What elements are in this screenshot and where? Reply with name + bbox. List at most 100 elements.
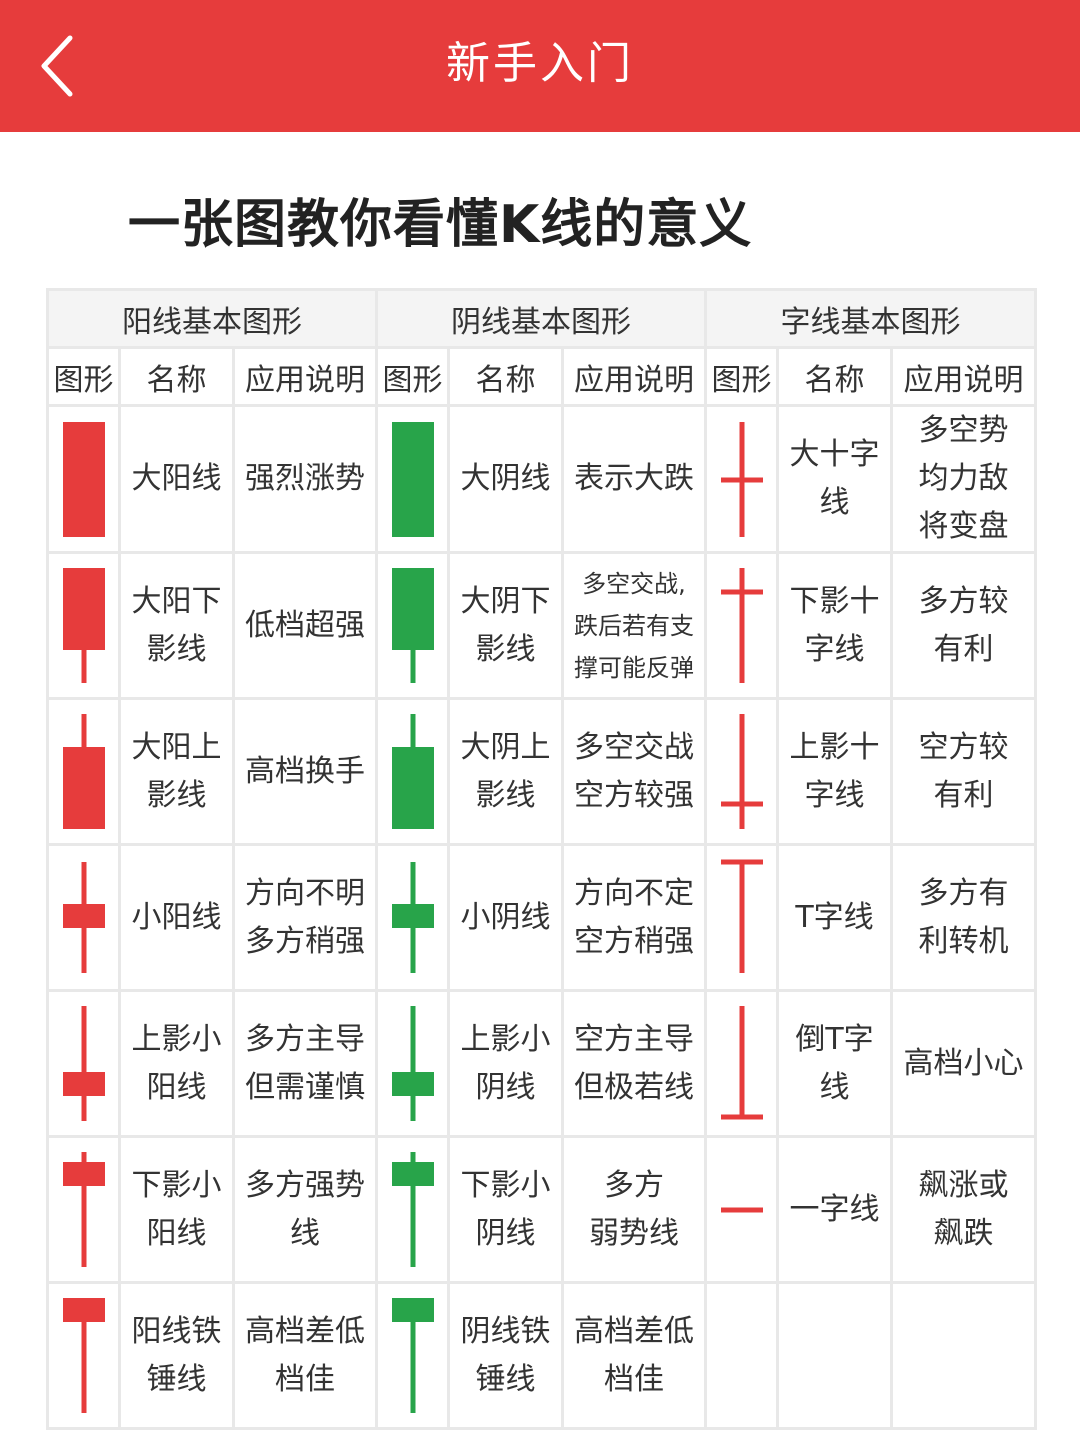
kline-desc-cell: 飙涨或飙跌 [890,1135,1037,1284]
kline-name-cell [776,1281,893,1430]
table-row: 上影小阳线多方主导但需谨慎上影小阴线空方主导但极若线倒T字线高档小心 [46,989,1037,1138]
table-row: 大阳上影线高档换手大阴上影线多空交战空方较强上影十字线空方较有利 [46,697,1037,846]
kline-name-cell: 阳线铁锤线 [118,1281,235,1430]
column-header-name: 名称 [776,346,893,407]
kline-desc-cell: 多空交战空方较强 [561,697,707,846]
group-header-cross: 字线基本图形 [704,288,1037,349]
kline-desc-cell: 低档超强 [232,551,378,700]
kline-desc-cell: 多方主导但需谨慎 [232,989,378,1138]
kline-name-cell: 大阳上影线 [118,697,235,846]
kline-desc-cell: 高档差低档佳 [561,1281,707,1430]
kline-shape-cell [375,551,450,700]
kline-name-cell: 大阳线 [118,404,235,554]
kline-shape-cell [704,551,779,700]
kline-desc-cell: 高档小心 [890,989,1037,1138]
yang-lower-shadow-candle-icon [62,568,105,683]
table-row: 阳线铁锤线高档差低档佳阴线铁锤线高档差低档佳 [46,1281,1037,1430]
kline-name-cell: 小阴线 [447,843,564,992]
kline-shape-cell [46,1281,121,1430]
kline-desc-cell: 空方较有利 [890,697,1037,846]
column-header-name: 名称 [447,346,564,407]
kline-name-cell: 小阳线 [118,843,235,992]
top-bar: 新手入门 [0,0,1080,132]
kline-shape-cell [375,1281,450,1430]
kline-desc-cell [890,1281,1037,1430]
kline-shape-cell [46,551,121,700]
kline-name-cell: 下影小阴线 [447,1135,564,1284]
kline-name-cell: 大十字线 [776,404,893,554]
kline-desc-cell: 高档差低档佳 [232,1281,378,1430]
column-header-desc: 应用说明 [890,346,1037,407]
kline-desc-cell: 多方强势线 [232,1135,378,1284]
kline-shape-cell [375,1135,450,1284]
kline-name-cell: 下影十字线 [776,551,893,700]
small-yin-long-upper-shadow-icon [391,1006,434,1121]
kline-desc-cell: 多空交战,跌后若有支撑可能反弹 [561,551,707,700]
yang-hammer-icon [62,1298,105,1413]
column-header-desc: 应用说明 [561,346,707,407]
yin-hammer-icon [391,1298,434,1413]
big-cross-icon [720,421,763,537]
kline-desc-cell: 高档换手 [232,697,378,846]
kline-desc-cell: 空方主导但极若线 [561,989,707,1138]
inverted-t-line-icon [720,1006,763,1120]
kline-shape-cell [46,697,121,846]
upper-shadow-cross-icon [720,714,763,829]
kline-desc-cell: 方向不明多方稍强 [232,843,378,992]
big-yin-candle-icon [391,421,434,537]
kline-shape-cell [704,697,779,846]
column-header-shape: 图形 [704,346,779,407]
kline-shape-cell [704,989,779,1138]
kline-desc-cell: 多方较有利 [890,551,1037,700]
small-yang-long-upper-shadow-icon [62,1006,105,1121]
kline-name-cell: 上影十字线 [776,697,893,846]
kline-shape-cell [704,1281,779,1430]
group-header-yin: 阴线基本图形 [375,288,707,349]
column-header-shape: 图形 [46,346,121,407]
group-header-yang: 阳线基本图形 [46,288,378,349]
kline-shape-cell [375,989,450,1138]
page-title: 一张图教你看懂K线的意义 [128,195,753,255]
kline-shape-cell [375,843,450,992]
yin-upper-shadow-candle-icon [391,714,434,829]
column-header-shape: 图形 [375,346,450,407]
kline-desc-cell: 表示大跌 [561,404,707,554]
kline-name-cell: 上影小阴线 [447,989,564,1138]
kline-shape-cell [704,1135,779,1284]
kline-shape-cell [704,843,779,992]
kline-name-cell: 一字线 [776,1135,893,1284]
kline-name-cell: 大阳下影线 [118,551,235,700]
kline-name-cell: 下影小阳线 [118,1135,235,1284]
kline-desc-cell: 强烈涨势 [232,404,378,554]
kline-name-cell: 大阴线 [447,404,564,554]
kline-shape-cell [46,404,121,554]
kline-name-cell: 大阴下影线 [447,551,564,700]
yin-lower-shadow-candle-icon [391,568,434,683]
kline-table: 阳线基本图形 阴线基本图形 字线基本图形 图形 名称 应用说明 图形 名称 应用… [46,288,1037,1430]
column-header-name: 名称 [118,346,235,407]
kline-desc-cell: 多方弱势线 [561,1135,707,1284]
kline-shape-cell [46,989,121,1138]
kline-name-cell: 大阴上影线 [447,697,564,846]
table-row: 下影小阳线多方强势线下影小阴线多方弱势线一字线飙涨或飙跌 [46,1135,1037,1284]
kline-shape-cell [46,843,121,992]
column-header-desc: 应用说明 [232,346,378,407]
small-yang-candle-icon [62,862,105,973]
chevron-left-icon[interactable] [32,30,88,102]
big-yang-candle-icon [62,421,105,537]
table-row: 大阳线强烈涨势大阴线表示大跌大十字线多空势均力敌将变盘 [46,404,1037,554]
small-yin-candle-icon [391,862,434,973]
kline-shape-cell [46,1135,121,1284]
kline-name-cell: 上影小阳线 [118,989,235,1138]
kline-name-cell: 倒T字线 [776,989,893,1138]
kline-desc-cell: 方向不定空方稍强 [561,843,707,992]
kline-shape-cell [704,404,779,554]
header-title: 新手入门 [446,38,634,89]
kline-shape-cell [375,404,450,554]
t-line-icon [720,859,763,973]
small-yang-long-lower-shadow-icon [62,1152,105,1267]
lower-shadow-cross-icon [720,568,763,683]
kline-desc-cell: 多空势均力敌将变盘 [890,404,1037,554]
yang-upper-shadow-candle-icon [62,714,105,829]
